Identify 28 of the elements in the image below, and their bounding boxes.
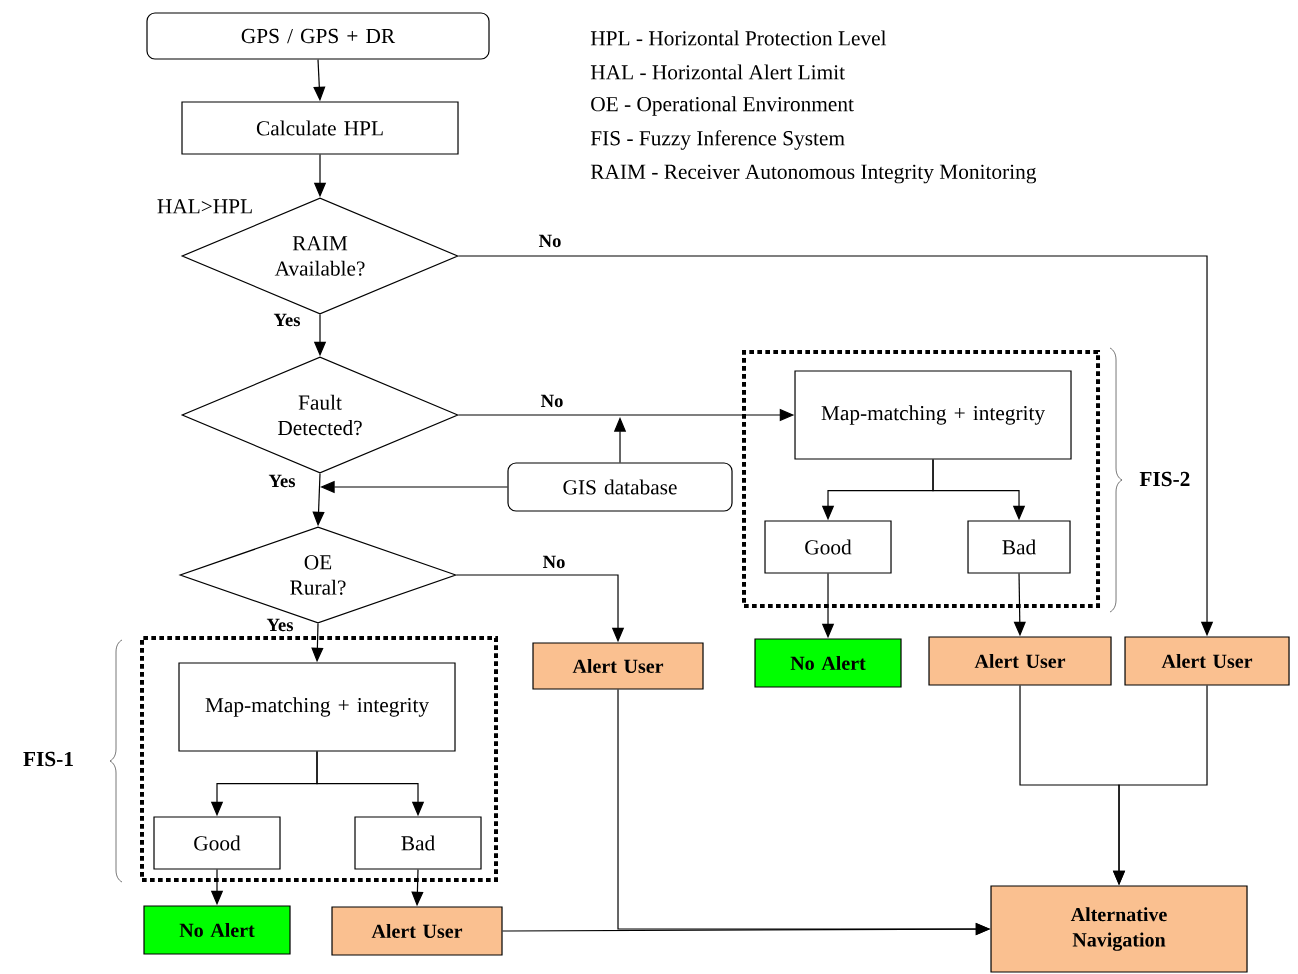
edge-label: Yes <box>272 312 302 328</box>
process-box: Bad <box>354 816 482 870</box>
start-box: GPS / GPS + DR <box>146 12 490 60</box>
edge-label: Yes <box>267 473 297 489</box>
alert-box: Alert User <box>331 906 503 956</box>
edge-label: No <box>539 393 565 409</box>
process-box: Map-matching + integrity <box>794 370 1072 460</box>
abbreviation-text: FIS - Fuzzy Inference System <box>590 130 845 150</box>
process-box: Bad <box>967 520 1071 574</box>
status-box: No Alert <box>754 638 902 688</box>
edge-label: No <box>541 554 567 570</box>
alert-box: Alert User <box>1124 636 1290 686</box>
status-box: No Alert <box>143 905 291 955</box>
alert-box: Alert User <box>928 636 1112 686</box>
node-label: FIS-2 <box>1139 471 1190 487</box>
abbreviation-text: HAL - Horizontal Alert Limit <box>590 64 845 80</box>
alert-box: Alert User <box>532 642 704 690</box>
node-label: FIS-1 <box>23 751 73 767</box>
abbreviation-text: OE - Operational Environment <box>591 96 854 116</box>
abbreviation-text: HPL - Horizontal Protection Level <box>590 30 887 46</box>
process-box: Map-matching + integrity <box>178 662 456 752</box>
process-box: Good <box>764 520 892 574</box>
process-box: Good <box>153 816 281 870</box>
alert-box: Alternative Navigation <box>990 885 1248 973</box>
process-box: Calculate HPL <box>181 101 459 155</box>
edge-label: No <box>537 233 563 249</box>
abbreviation-text: RAIM - Receiver Autonomous Integrity Monitoring <box>590 164 1037 184</box>
start-box: GIS database <box>507 462 733 512</box>
